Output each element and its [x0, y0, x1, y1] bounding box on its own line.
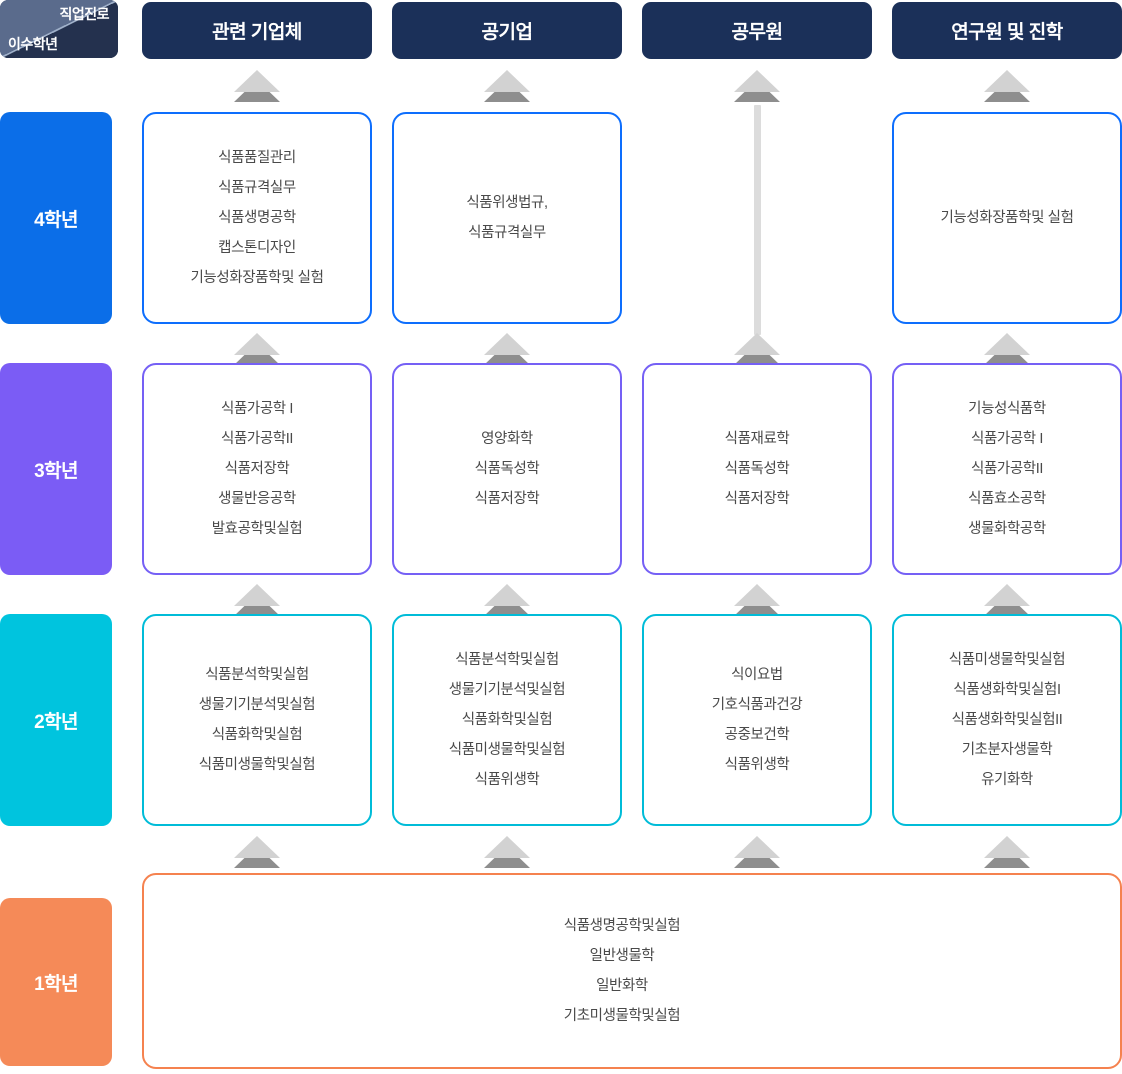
year-chip-label: 1학년: [34, 973, 78, 995]
course-item: 식품미생물학및실험: [198, 757, 316, 773]
year-chip-year1: 1학년: [0, 898, 112, 1066]
double-chevron-up-arrow-icon: [734, 70, 780, 102]
course-item: 식품규격실무: [468, 225, 546, 241]
course-item: 식품가공학II: [221, 431, 293, 447]
course-item: 기능성식품학: [968, 401, 1046, 417]
double-chevron-up-arrow-icon: [984, 836, 1030, 868]
legend-year-label: 이수학년: [8, 36, 58, 52]
double-chevron-up-arrow-icon: [984, 70, 1030, 102]
course-box-year3-official[interactable]: 식품재료학 식품독성학 식품저장학: [642, 363, 872, 575]
double-chevron-up-arrow-icon: [234, 584, 280, 616]
course-item: 식품화학및실험: [211, 727, 303, 743]
course-box-year4-company[interactable]: 식품품질관리 식품규격실무 식품생명공학 캡스톤디자인 기능성화장품학및 실험: [142, 112, 372, 324]
course-item: 식품위생법규,: [466, 195, 548, 211]
double-chevron-up-arrow-icon: [984, 333, 1030, 365]
course-item: 식품화학및실험: [461, 712, 553, 728]
course-item: 일반화학: [596, 978, 648, 994]
double-chevron-up-arrow-icon: [484, 836, 530, 868]
course-item: 식품가공학 I: [221, 401, 293, 417]
double-chevron-up-arrow-icon: [734, 836, 780, 868]
year-chip-year3: 3학년: [0, 363, 112, 575]
course-item: 기초미생물학및실험: [563, 1008, 681, 1024]
course-item: 식품위생학: [474, 772, 540, 788]
double-chevron-up-arrow-icon: [234, 836, 280, 868]
column-header-label: 연구원 및 진학: [951, 22, 1063, 43]
course-box-year3-research[interactable]: 기능성식품학 식품가공학 I 식품가공학II 식품효소공학 생물화학공학: [892, 363, 1122, 575]
double-chevron-up-arrow-icon: [484, 70, 530, 102]
course-item: 식품미생물학및실험: [948, 652, 1066, 668]
column-header-label: 공기업: [481, 22, 533, 43]
course-item: 기능성화장품학및 실험: [940, 210, 1074, 226]
course-item: 식품규격실무: [218, 180, 296, 196]
course-item: 식품저장학: [224, 461, 290, 477]
course-box-year2-official[interactable]: 식이요법 기호식품과건강 공중보건학 식품위생학: [642, 614, 872, 826]
column-header-label: 관련 기업체: [212, 22, 302, 43]
course-item: 발효공학및실험: [211, 521, 303, 537]
course-box-year2-company[interactable]: 식품분석학및실험 생물기기분석및실험 식품화학및실험 식품미생물학및실험: [142, 614, 372, 826]
course-item: 기초분자생물학: [961, 742, 1053, 758]
course-item: 식이요법: [731, 667, 783, 683]
course-item: 식품생명공학: [218, 210, 296, 226]
double-chevron-up-arrow-icon: [234, 70, 280, 102]
course-item: 생물반응공학: [218, 491, 296, 507]
year-chip-label: 4학년: [34, 209, 78, 231]
course-box-year3-public[interactable]: 영양화학 식품독성학 식품저장학: [392, 363, 622, 575]
course-item: 유기화학: [981, 772, 1033, 788]
course-item: 식품생화학및실험II: [951, 712, 1063, 728]
course-box-year3-company[interactable]: 식품가공학 I 식품가공학II 식품저장학 생물반응공학 발효공학및실험: [142, 363, 372, 575]
course-item: 식품품질관리: [218, 150, 296, 166]
legend-career-label: 직업진로: [59, 6, 109, 22]
course-item: 식품독성학: [724, 461, 790, 477]
course-item: 식품생화학및실험I: [953, 682, 1061, 698]
column-header-research[interactable]: 연구원 및 진학: [892, 2, 1122, 59]
legend-corner-cell: 직업진로 이수학년: [0, 0, 118, 58]
course-item: 식품생명공학및실험: [563, 918, 681, 934]
course-item: 식품재료학: [724, 431, 790, 447]
double-chevron-up-arrow-icon: [484, 584, 530, 616]
course-item: 영양화학: [481, 431, 533, 447]
course-box-year2-public[interactable]: 식품분석학및실험 생물기기분석및실험 식품화학및실험 식품미생물학및실험 식품위…: [392, 614, 622, 826]
course-box-year4-research[interactable]: 기능성화장품학및 실험: [892, 112, 1122, 324]
course-item: 식품위생학: [724, 757, 790, 773]
double-chevron-up-arrow-icon: [734, 333, 780, 365]
year-chip-year4: 4학년: [0, 112, 112, 324]
course-item: 식품가공학 I: [971, 431, 1043, 447]
course-item: 식품저장학: [724, 491, 790, 507]
course-item: 식품저장학: [474, 491, 540, 507]
course-item: 기호식품과건강: [711, 697, 803, 713]
course-item: 생물기기분석및실험: [448, 682, 566, 698]
double-chevron-up-arrow-icon: [234, 333, 280, 365]
column-header-company[interactable]: 관련 기업체: [142, 2, 372, 59]
course-item: 식품분석학및실험: [455, 652, 559, 668]
course-box-year2-research[interactable]: 식품미생물학및실험 식품생화학및실험I 식품생화학및실험II 기초분자생물학 유…: [892, 614, 1122, 826]
year-chip-label: 3학년: [34, 460, 78, 482]
course-item: 식품미생물학및실험: [448, 742, 566, 758]
course-item: 식품가공학II: [971, 461, 1043, 477]
column-header-official[interactable]: 공무원: [642, 2, 872, 59]
year-chip-year2: 2학년: [0, 614, 112, 826]
course-item: 캡스톤디자인: [218, 240, 296, 256]
course-item: 식품효소공학: [968, 491, 1046, 507]
course-item: 일반생물학: [589, 948, 655, 964]
course-item: 기능성화장품학및 실험: [190, 270, 324, 286]
column-header-label: 공무원: [731, 22, 783, 43]
course-box-year4-public[interactable]: 식품위생법규, 식품규격실무: [392, 112, 622, 324]
vertical-connector-bar-icon: [754, 105, 761, 335]
course-box-year1-all[interactable]: 식품생명공학및실험 일반생물학 일반화학 기초미생물학및실험: [142, 873, 1122, 1069]
course-item: 생물화학공학: [968, 521, 1046, 537]
column-header-public[interactable]: 공기업: [392, 2, 622, 59]
course-item: 공중보건학: [724, 727, 790, 743]
double-chevron-up-arrow-icon: [734, 584, 780, 616]
diagonal-divider: [0, 0, 118, 58]
course-item: 생물기기분석및실험: [198, 697, 316, 713]
course-item: 식품독성학: [474, 461, 540, 477]
year-chip-label: 2학년: [34, 711, 78, 733]
course-item: 식품분석학및실험: [205, 667, 309, 683]
double-chevron-up-arrow-icon: [984, 584, 1030, 616]
double-chevron-up-arrow-icon: [484, 333, 530, 365]
